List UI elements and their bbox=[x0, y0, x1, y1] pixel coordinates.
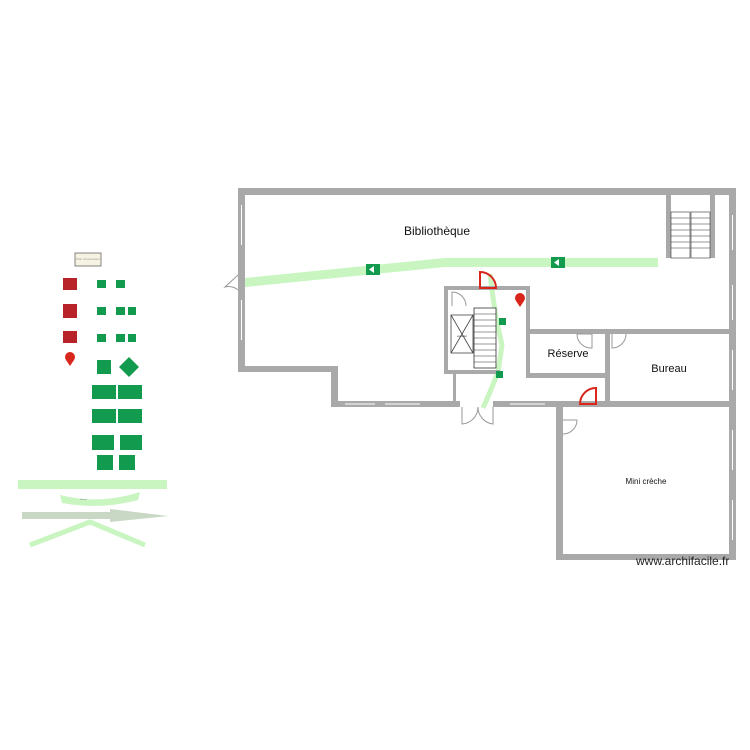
exit-running-man-icon bbox=[92, 385, 116, 399]
door-stair-top bbox=[451, 291, 467, 307]
fire-alarm-icon bbox=[515, 293, 525, 307]
fire-hose-icon bbox=[63, 304, 77, 318]
exit-arrow-diagonal-icon bbox=[97, 360, 111, 374]
evacuation-path-arrow bbox=[22, 509, 168, 522]
evacuation-path-sample bbox=[18, 480, 167, 489]
emergency-door-icon bbox=[120, 435, 142, 450]
exit-arrow-down-icon bbox=[97, 334, 106, 342]
extinguisher-icon bbox=[63, 278, 77, 290]
fire-alarm-icon bbox=[65, 352, 75, 366]
first-aid-icon bbox=[116, 280, 125, 288]
evacuation-path-sample-curved bbox=[60, 492, 140, 506]
emergency-door-icon bbox=[92, 435, 114, 450]
exit-arrow-left-icon bbox=[551, 257, 565, 268]
watermark: www.archifacile.fr bbox=[636, 554, 730, 568]
door-storage bbox=[576, 333, 593, 349]
exit-arrow-right-icon bbox=[116, 307, 125, 315]
fire-doors bbox=[479, 270, 597, 405]
room-label-office: Bureau bbox=[651, 363, 686, 375]
elevator-label: escalier bbox=[457, 334, 467, 338]
stair-central bbox=[473, 307, 497, 369]
small-path-label: chemin bbox=[80, 499, 86, 501]
exit-arrow-left-icon bbox=[366, 264, 380, 275]
exit-running-man-icon bbox=[92, 409, 116, 423]
emergency-door-icon bbox=[119, 455, 135, 470]
door-office bbox=[611, 333, 627, 349]
room-label-creche: Mini crèche bbox=[626, 477, 667, 486]
elevator-shaft: escalier bbox=[450, 314, 474, 354]
exit-running-man-icon bbox=[118, 385, 142, 399]
exit-arrow-left-icon bbox=[97, 280, 106, 288]
door-entrance-right bbox=[477, 406, 494, 425]
room-label-library: Bibliothèque bbox=[404, 224, 470, 238]
evacuation-path-branch bbox=[29, 519, 146, 548]
exit-sign-icon bbox=[496, 371, 503, 378]
door-creche bbox=[562, 419, 578, 435]
legend-title: Plan d'évacuation bbox=[76, 257, 100, 261]
legend-title-box bbox=[74, 252, 102, 267]
exit-arrow-right-icon bbox=[97, 307, 106, 315]
windows bbox=[241, 205, 733, 540]
doors bbox=[223, 274, 627, 435]
door-library-left bbox=[223, 274, 239, 291]
emergency-door-icon bbox=[97, 455, 113, 470]
exit-arrow-down-icon bbox=[116, 334, 125, 342]
legend-panel: Plan d'évacuation chemin bbox=[18, 252, 168, 548]
first-aid-icon bbox=[128, 334, 136, 342]
room-label-storage: Réserve bbox=[548, 348, 589, 360]
extinguisher-icon bbox=[63, 331, 77, 343]
door-entrance-left bbox=[461, 406, 479, 425]
exit-running-man-icon bbox=[118, 409, 142, 423]
exit-diamond-icon bbox=[119, 357, 139, 377]
first-aid-icon bbox=[128, 307, 136, 315]
exit-sign-icon bbox=[499, 318, 506, 325]
stair-top-right bbox=[670, 211, 711, 259]
